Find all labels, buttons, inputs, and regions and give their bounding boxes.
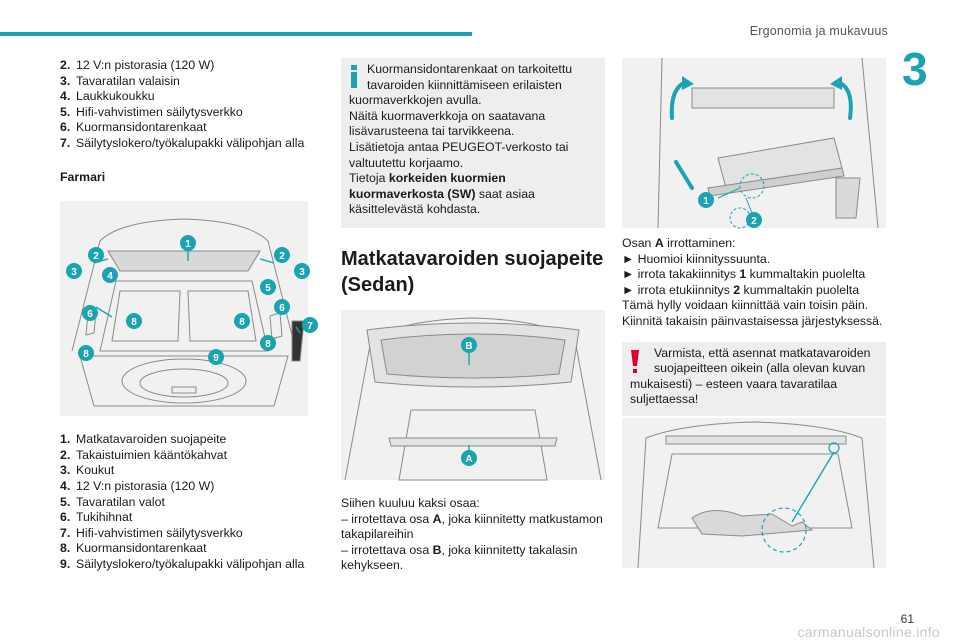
- section-heading: Matkatavaroiden suojapeite (Sedan): [341, 247, 604, 296]
- info-text: Lisätietoja antaa PEUGEOT-verkosto tai: [349, 139, 569, 154]
- callout-label: 1: [185, 239, 191, 250]
- parts-description: Siihen kuuluu kaksi osaa: – irrotettava …: [341, 495, 603, 573]
- callout-label: 7: [307, 321, 313, 332]
- list-item: 6.Kuormansidontarenkaat: [60, 120, 207, 135]
- callout-label: 9: [213, 353, 219, 364]
- info-icon: [351, 65, 357, 88]
- warning-text: suojapeitteen oikein (alla olevan kuvan: [654, 361, 866, 376]
- list-item: 2.12 V:n pistorasia (120 W): [60, 58, 215, 72]
- callout-label: 3: [71, 267, 77, 278]
- chapter-tab: 3: [898, 0, 960, 110]
- callout-label: 5: [265, 283, 271, 294]
- callout-2: [746, 212, 762, 228]
- callout-label: 8: [83, 349, 89, 360]
- subheading-estate: Farmari: [60, 169, 106, 184]
- equipment-list-top: 2.12 V:n pistorasia (120 W) 3.Tavaratila…: [60, 58, 320, 152]
- callout-label: 2: [279, 251, 285, 262]
- info-text: lisävarusteena tai tarvikkeena.: [349, 124, 515, 139]
- callout-label: B: [465, 341, 472, 352]
- list-item: 5.Tavaratilan valot: [60, 494, 165, 509]
- list-item: 1.Matkatavaroiden suojapeite: [60, 432, 227, 447]
- header-accent-bar: [0, 32, 472, 36]
- trunk-estate-illustration: 1 2 2 3 3 4 5 6 6 7 8: [60, 201, 318, 417]
- chapter-number: 3: [902, 43, 928, 95]
- cover-removal-drawing: 1 2: [657, 57, 879, 229]
- list-item: 5.Hifi-vahvistimen säilytysverkko: [60, 104, 243, 119]
- column-right: 1 2 Osan A irrottaminen: ► Huomioi kiinn…: [622, 57, 887, 568]
- callout-label: 4: [107, 271, 113, 282]
- callout-1: [180, 235, 196, 252]
- callout-label: 2: [751, 216, 757, 227]
- column-middle: Kuormansidontarenkaat on tarkoitettu tav…: [341, 58, 606, 574]
- list-item: 6.Tukihihnat: [60, 510, 133, 525]
- warning-text: mukaisesti) – esteen vaara tavaratilaa: [630, 376, 838, 391]
- list-item: 9.Säilytyslokero/työkalupakki välipohjan…: [60, 556, 305, 571]
- warning-text: Varmista, että asennat matkatavaroiden: [654, 345, 871, 360]
- page-number: 61: [900, 612, 914, 626]
- info-text: Tietoja korkeiden kuormien: [349, 171, 506, 186]
- info-text: kuormaverkkojen avulla.: [349, 93, 482, 108]
- info-text: Kuormansidontarenkaat on tarkoitettu: [367, 62, 573, 76]
- list-item: 4.12 V:n pistorasia (120 W): [60, 478, 215, 493]
- watermark-text: carmanualsonline.info: [797, 624, 940, 640]
- info-text: tavaroiden kiinnittämiseen erilaisten: [367, 77, 562, 92]
- trunk-estate-drawing: 1 2 2 3 3 4 5 6 6 7 8: [66, 218, 318, 407]
- section-title: Ergonomia ja mukavuus: [749, 24, 888, 38]
- callout-label: 6: [279, 303, 285, 314]
- cover-installation-illustration: [622, 417, 886, 568]
- equipment-list-bottom: 1.Matkatavaroiden suojapeite 2.Takaistui…: [60, 432, 320, 572]
- list-item: 3.Koukut: [60, 463, 115, 478]
- warning-text: suljettaessa!: [630, 392, 699, 407]
- callout-label: 8: [265, 339, 271, 350]
- cover-removal-illustration: 1 2: [622, 57, 886, 229]
- sedan-cover-illustration: B A: [341, 309, 605, 481]
- info-text: valtuutettu korjaamo.: [349, 155, 464, 170]
- callout-label: 1: [703, 196, 709, 207]
- info-text: Näitä kuormaverkkoja on saatavana: [349, 108, 546, 123]
- info-text: käsittelevästä kohdasta.: [349, 202, 481, 217]
- list-item: 2.Takaistuimien kääntökahvat: [60, 447, 228, 462]
- warning-icon: [631, 349, 639, 373]
- removal-steps: Osan A irrottaminen: ► Huomioi kiinnitys…: [622, 236, 883, 328]
- info-box: Kuormansidontarenkaat on tarkoitettu tav…: [341, 58, 605, 228]
- list-item: 4.Laukkukoukku: [60, 89, 155, 104]
- list-item: 7.Säilytyslokero/työkalupakki välipohjan…: [60, 135, 305, 150]
- list-item: 3.Tavaratilan valaisin: [60, 73, 180, 88]
- cover-installation-drawing: [637, 421, 875, 568]
- callout-label: 2: [93, 251, 99, 262]
- callout-label: 6: [87, 309, 93, 320]
- callout-1: [698, 192, 714, 208]
- info-text: kuormaverkosta (SW) saat asiaa: [349, 186, 535, 201]
- list-item: 8.Kuormansidontarenkaat: [60, 541, 207, 556]
- callout-label: 8: [131, 317, 137, 328]
- list-item: 7.Hifi-vahvistimen säilytysverkko: [60, 525, 243, 540]
- warning-box: Varmista, että asennat matkatavaroiden s…: [622, 341, 886, 416]
- callout-b: [461, 336, 477, 353]
- callout-label: 3: [299, 267, 305, 278]
- sedan-cover-drawing: B A: [344, 317, 602, 481]
- callout-label: A: [465, 454, 472, 465]
- callout-label: 8: [239, 317, 245, 328]
- callout-a: [461, 449, 477, 466]
- column-left: 2.12 V:n pistorasia (120 W) 3.Tavaratila…: [60, 58, 320, 573]
